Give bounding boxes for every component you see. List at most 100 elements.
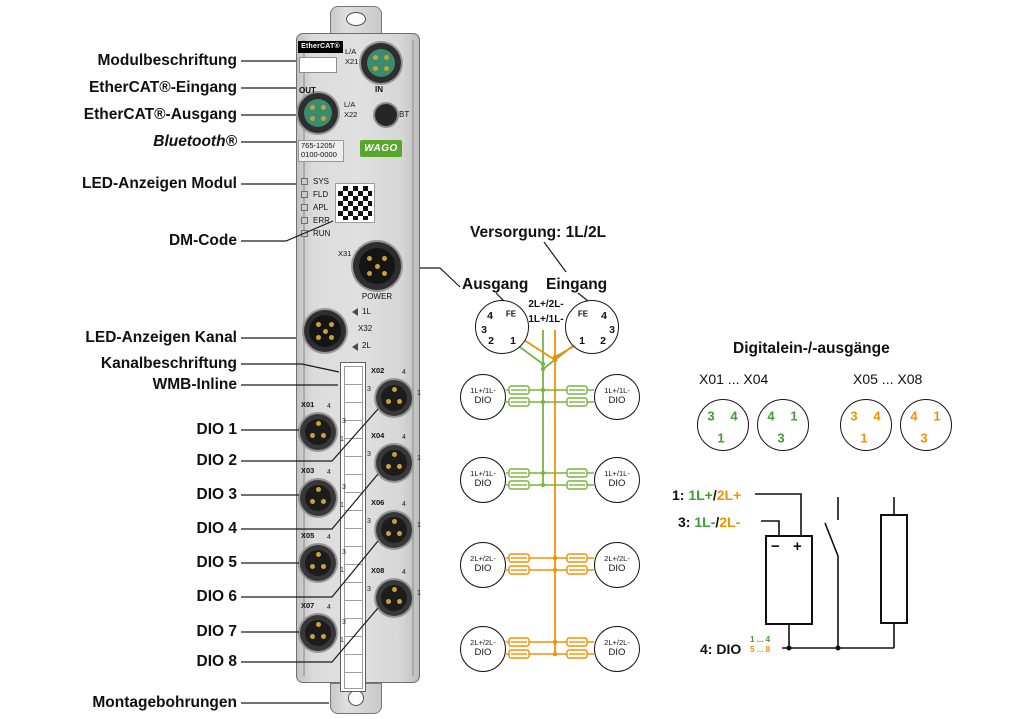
pin-digit: 4 xyxy=(327,534,331,541)
connector-pin xyxy=(321,105,326,110)
connector-x04 xyxy=(376,445,412,481)
housing-groove-right xyxy=(412,40,414,676)
legend-pin4-channels-green: 1 ... 4 xyxy=(750,635,771,644)
pin-digit: 4 xyxy=(730,408,738,424)
module-label-area xyxy=(299,57,337,73)
x22-link-activity-label: L/A xyxy=(344,100,356,109)
dio-wiring-left-circle-4: 2L+/2L-DIO xyxy=(460,626,506,672)
connector-x02 xyxy=(376,380,412,416)
dio-wiring-left-circle-2: 1L+/1L-DIO xyxy=(460,457,506,503)
dio-schematic xyxy=(755,493,908,651)
connector-pin xyxy=(321,634,326,639)
connector-x08 xyxy=(376,580,412,616)
callout-modulbeschriftung: Modulbeschriftung xyxy=(97,52,238,69)
supply-label: 2L+/2L- xyxy=(604,638,630,648)
digital-io-title: Digitalein-/-ausgänge xyxy=(733,340,890,357)
connector-pin xyxy=(367,256,372,261)
connector-pin xyxy=(316,335,321,340)
x22-label: X22 xyxy=(344,110,358,119)
x21-link-activity-label: L/A xyxy=(345,47,357,56)
pin-digit: 4 xyxy=(327,469,331,476)
connector-pin xyxy=(321,564,326,569)
bluetooth-button xyxy=(375,104,397,126)
mounting-hole-top xyxy=(346,12,366,26)
x31-label: X31 xyxy=(338,249,352,258)
callout-dio-8: DIO 8 xyxy=(196,653,237,670)
legend-pin1: 1: 1L+/2L+ xyxy=(672,487,741,503)
connector-pin xyxy=(310,564,315,569)
pin-digit: 3 xyxy=(850,408,858,424)
callout-dio-5: DIO 5 xyxy=(196,554,237,571)
out-port-label: OUT xyxy=(299,86,316,95)
connector-pin xyxy=(384,55,389,60)
dio-wiring-left-circle-1: 1L+/1L-DIO xyxy=(460,374,506,420)
pin-digit: 3 xyxy=(367,451,371,458)
connector-label-x08: X08 xyxy=(371,566,385,575)
pin-digit: 4 xyxy=(327,604,331,611)
connector-pin xyxy=(384,66,389,71)
connector-pin xyxy=(374,263,380,269)
connector-pin xyxy=(386,464,391,469)
wmb-inline-marker-strip xyxy=(340,362,366,692)
group-x01-x04-label: X01 ... X04 xyxy=(699,371,769,387)
x32-1l-label: 1L xyxy=(362,307,371,316)
legend-pin1-1l: 1L+ xyxy=(688,487,713,503)
callout-dio-2: DIO 2 xyxy=(196,452,237,469)
marker-cells xyxy=(343,365,363,689)
connector-x21-ethercat-in xyxy=(361,43,401,83)
connector-pin xyxy=(386,599,391,604)
connector-pin xyxy=(310,634,315,639)
callout-led-anzeigen-modul: LED-Anzeigen Modul xyxy=(82,175,237,192)
dm-code xyxy=(335,183,375,223)
pin-digit: 3 xyxy=(342,418,346,425)
wago-logo: WAGO xyxy=(360,140,402,157)
supply-label: 2L+/2L- xyxy=(604,554,630,564)
eingang-label: Eingang xyxy=(546,276,608,293)
module-led-err xyxy=(301,217,308,224)
pinout-pin: 3 xyxy=(481,324,487,336)
connector-label-x03: X03 xyxy=(301,466,315,475)
module-led-sys xyxy=(301,178,308,185)
channel-label: DIO xyxy=(608,394,626,406)
connector-pin xyxy=(397,599,402,604)
legend-pin3-sep: / xyxy=(715,514,720,530)
pinout-pin: 1 xyxy=(579,335,585,347)
pin-digit: 3 xyxy=(342,619,346,626)
pin-digit: 1 xyxy=(417,455,421,462)
power-label: POWER xyxy=(361,292,393,301)
supply-label: 2L+/2L- xyxy=(470,638,496,648)
pin-digit: 3 xyxy=(367,518,371,525)
pinout-pin: 4 xyxy=(601,310,607,322)
legend-pin4-channels-orange: 5 ... 8 xyxy=(750,645,771,654)
connector-pin xyxy=(316,322,321,327)
connector-pin xyxy=(386,531,391,536)
callout-dio-6: DIO 6 xyxy=(196,588,237,605)
battery-plus-sign: + xyxy=(793,538,802,555)
connector-pin xyxy=(391,452,397,457)
connector-pin xyxy=(373,66,378,71)
connector-pin xyxy=(315,622,321,627)
callout-dm-code: DM-Code xyxy=(168,232,237,249)
module-led-fld xyxy=(301,191,308,198)
pin-digit: 3 xyxy=(920,430,928,446)
connector-pin xyxy=(397,531,402,536)
pin-digit: 3 xyxy=(367,586,371,593)
connector-x31-power-in xyxy=(353,242,401,290)
pinout-pin: 2 xyxy=(600,335,606,347)
supply-wiring xyxy=(506,330,594,659)
legend-pin3-prefix: 3: xyxy=(678,514,695,530)
dio-wiring-left-circle-3: 2L+/2L-DIO xyxy=(460,542,506,588)
channel-label: DIO xyxy=(608,562,626,574)
module-led-label-sys: SYS xyxy=(313,177,330,186)
callout-dio-4: DIO 4 xyxy=(196,520,237,537)
callout-dio-1: DIO 1 xyxy=(196,421,237,438)
x32-2l-label: 2L xyxy=(362,341,371,350)
pin-digit: 4 xyxy=(402,501,406,508)
connector-x22-ethercat-out xyxy=(298,93,338,133)
pinout-pin: 2 xyxy=(488,335,494,347)
ethercat-tag: EtherCAT® xyxy=(298,41,343,53)
